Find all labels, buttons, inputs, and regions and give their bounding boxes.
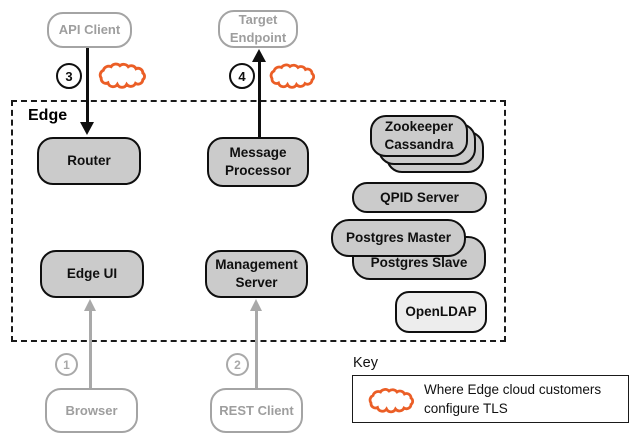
tls-cloud-icon xyxy=(368,388,414,414)
key-title: Key xyxy=(353,355,378,371)
node-qpid-server: QPID Server xyxy=(352,182,487,213)
arrow-4-head xyxy=(252,49,266,62)
edge-zone-label: Edge xyxy=(28,107,68,124)
node-cassandra-label: Cassandra xyxy=(384,137,454,152)
arrow-1-head xyxy=(84,299,96,311)
tls-cloud-icon xyxy=(98,62,146,89)
node-zookeeper-label: Zookeeper xyxy=(384,119,454,135)
arrow-2-head xyxy=(250,299,262,311)
node-browser: Browser xyxy=(45,388,138,433)
node-postgres-master: Postgres Master xyxy=(331,219,466,257)
arrow-1-line xyxy=(89,310,92,388)
node-target-endpoint: Target Endpoint xyxy=(218,10,298,48)
node-rest-client: REST Client xyxy=(210,388,303,433)
node-message-processor: Message Processor xyxy=(207,137,309,187)
arrow-3-head xyxy=(80,122,94,135)
step-4-badge: 4 xyxy=(229,63,255,89)
tls-cloud-icon xyxy=(269,63,315,89)
node-openldap: OpenLDAP xyxy=(395,291,487,333)
step-1-badge: 1 xyxy=(55,353,78,376)
step-2-badge: 2 xyxy=(226,353,249,376)
node-zookeeper-cassandra: Zookeeper Cassandra xyxy=(370,115,468,157)
arrow-2-line xyxy=(255,310,258,388)
node-router: Router xyxy=(37,137,141,185)
node-management-server: Management Server xyxy=(205,250,308,298)
node-api-client: API Client xyxy=(47,12,132,48)
step-3-badge: 3 xyxy=(56,63,82,89)
node-edge-ui: Edge UI xyxy=(40,250,144,298)
arrow-3-line xyxy=(86,46,89,124)
arrow-4-line xyxy=(258,61,261,138)
key-caption: Where Edge cloud customers configure TLS xyxy=(424,382,602,416)
